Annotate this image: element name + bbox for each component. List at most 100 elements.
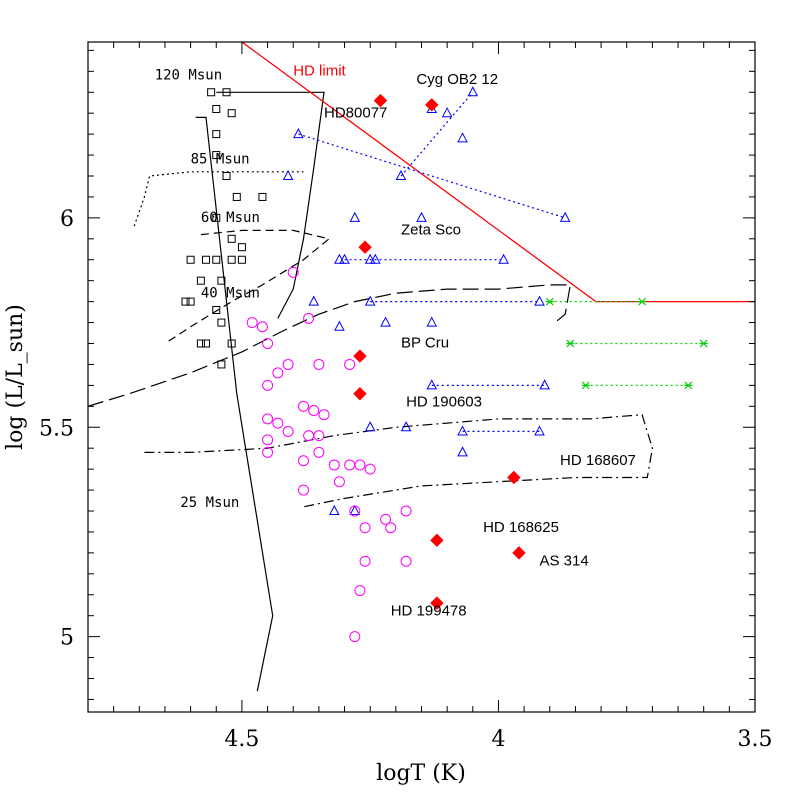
triangle-marker: [534, 425, 545, 436]
star-label: Cyg OB2 12: [416, 71, 498, 88]
triangle-marker: [364, 295, 376, 306]
square-marker: [212, 213, 221, 222]
track-label: 60 Msun: [201, 210, 260, 226]
square-marker: [196, 339, 205, 348]
track-label: 25 Msun: [180, 495, 239, 511]
square-marker: [227, 339, 236, 348]
circle-marker: [297, 484, 309, 496]
star-label: Zeta Sco: [401, 222, 461, 239]
triangle-marker: [395, 169, 407, 180]
square-marker: [202, 255, 211, 264]
circle-marker: [354, 585, 366, 597]
circle-marker: [272, 417, 284, 429]
triangle-marker: [334, 253, 345, 264]
circle-marker: [400, 505, 412, 517]
triangle-marker: [457, 446, 468, 457]
circle-marker: [380, 513, 392, 525]
square-marker: [227, 109, 236, 118]
circle-marker: [262, 413, 274, 425]
diamond-marker: [425, 98, 439, 112]
square-marker: [217, 318, 226, 327]
square-marker: [196, 276, 205, 285]
triangle-marker: [364, 421, 376, 432]
triangle-marker: [364, 253, 376, 264]
triangle-marker: [534, 295, 545, 306]
triangle-marker: [282, 169, 294, 180]
square-marker: [202, 339, 211, 348]
circle-marker: [262, 379, 274, 391]
y-tick-label: 5: [60, 626, 74, 651]
triangle-marker: [416, 211, 427, 222]
diamond-marker: [507, 470, 521, 485]
triangle-marker: [426, 316, 438, 327]
square-marker: [186, 297, 195, 306]
square-marker: [227, 255, 236, 264]
square-marker: [222, 172, 231, 180]
star-label: HD 168607: [560, 452, 636, 469]
track-60-msun: [164, 229, 331, 345]
circle-marker: [303, 430, 315, 442]
circle-marker: [313, 446, 325, 458]
triangle-marker: [539, 379, 550, 390]
triangle-marker: [457, 425, 468, 436]
circle-marker: [349, 505, 361, 517]
track-85-msun: [133, 171, 304, 227]
blue-link-line: [298, 133, 566, 219]
triangle-marker: [467, 86, 479, 97]
circle-marker: [333, 476, 345, 488]
square-marker: [212, 130, 221, 139]
x-tick-label: 3.5: [738, 727, 773, 752]
circle-marker: [272, 367, 284, 379]
circle-marker: [385, 522, 397, 534]
track-120-msun: [216, 91, 325, 319]
star-label: HD 190603: [406, 393, 482, 410]
y-axis-title: log (L/L_sun): [3, 304, 28, 450]
star-label: HD 199478: [391, 603, 467, 620]
hd-limit-label: HD limit: [293, 63, 346, 80]
diamond-marker: [430, 596, 444, 610]
triangle-marker: [441, 107, 453, 118]
diamond-marker: [430, 533, 444, 548]
star-marker: [638, 297, 647, 306]
triangle-marker: [308, 295, 320, 306]
triangle-marker: [349, 504, 361, 515]
circle-marker: [359, 522, 371, 534]
square-marker: [237, 255, 246, 264]
triangle-marker: [369, 253, 381, 264]
diamond-marker: [512, 546, 526, 560]
circle-marker: [282, 358, 294, 370]
triangle-marker: [457, 132, 468, 143]
triangle-marker: [349, 211, 361, 222]
square-marker: [227, 234, 236, 243]
circle-marker: [354, 459, 366, 471]
track-label: 85 Msun: [191, 151, 250, 167]
star-marker: [545, 297, 554, 306]
square-marker: [217, 360, 226, 369]
triangle-marker: [400, 421, 412, 432]
triangle-marker: [339, 253, 350, 264]
diamond-marker: [358, 240, 372, 254]
circle-marker: [262, 338, 274, 349]
square-marker: [232, 192, 241, 201]
circle-marker: [303, 312, 315, 324]
x-tick-label: 4.5: [224, 727, 259, 752]
triangle-marker: [334, 320, 345, 331]
star-marker: [566, 339, 575, 348]
circle-marker: [318, 409, 330, 421]
diamond-marker: [353, 349, 367, 363]
star-marker: [684, 381, 693, 390]
triangle-marker: [328, 504, 340, 515]
square-marker: [212, 105, 221, 113]
star-label: HD80077: [324, 104, 387, 121]
triangle-marker: [380, 316, 391, 327]
square-marker: [222, 88, 231, 97]
diamond-marker: [353, 387, 367, 401]
triangle-marker: [293, 128, 304, 139]
y-tick-label: 5.5: [39, 416, 74, 441]
star-marker: [581, 381, 590, 390]
circle-marker: [287, 266, 299, 278]
blue-link-line: [400, 91, 474, 177]
square-marker: [186, 255, 195, 264]
square-marker: [258, 192, 267, 201]
